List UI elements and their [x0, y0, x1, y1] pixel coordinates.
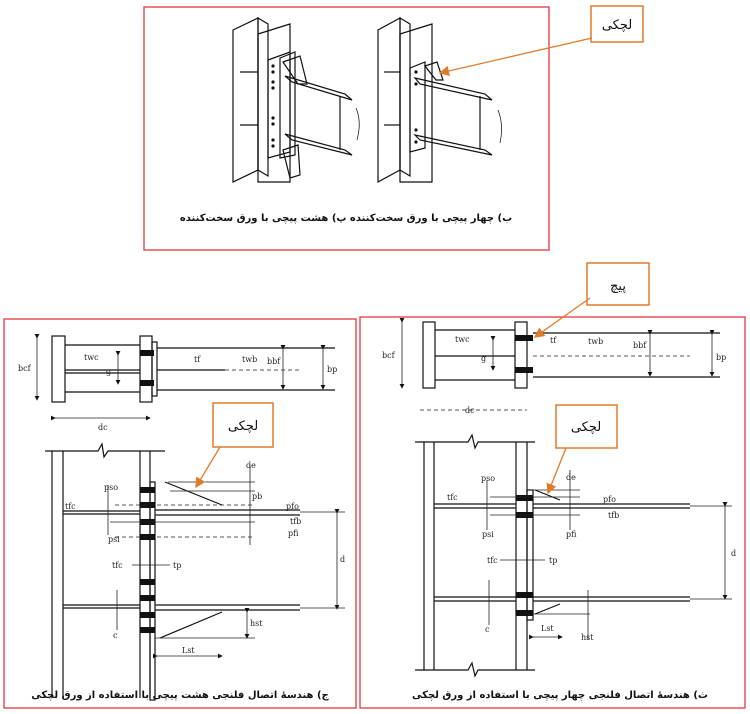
symbol-twc: twc [84, 353, 99, 362]
symbol-tf: tf [550, 336, 557, 345]
symbol-c: c [113, 631, 118, 640]
symbol-d: d [731, 549, 736, 558]
right-panel-border [359, 316, 746, 709]
callout-label-stiffener-right: لچکی [571, 420, 601, 435]
symbol-tfc: tfc [65, 502, 76, 511]
plan-view: bcf twc g tf twb bbf bp dc [18, 334, 337, 432]
callout-box-stiffener-right [555, 404, 618, 449]
callout-arrow [438, 37, 593, 77]
symbol-pfi: pfi [288, 529, 299, 538]
symbol-pb: pb [252, 492, 262, 501]
symbol-c: c [485, 625, 490, 634]
callout-arrow [195, 446, 221, 489]
top-panel-border [143, 6, 550, 251]
symbol-de: de [566, 473, 576, 482]
symbol-hst: hst [581, 633, 594, 642]
symbol-psi: psi [482, 530, 494, 539]
symbol-bcf: bcf [382, 351, 396, 360]
left-panel-eight-bolt: bcf twc g tf twb bbf bp dc [3, 318, 357, 709]
left-panel-border [3, 318, 357, 709]
symbol-pso: pso [104, 483, 118, 492]
top-panel-caption: ب) چهار پیچی با ورق سخت‌کننده پ) هشت پیچ… [180, 213, 512, 224]
isometric-four-bolt-connection [377, 16, 502, 184]
symbol-hst: hst [250, 619, 263, 628]
symbol-pso: pso [481, 474, 495, 483]
callout-box-stiffener-top [590, 5, 644, 43]
symbol-tfb: tfb [608, 511, 619, 520]
symbol-bbf: bbf [267, 357, 281, 366]
symbol-pfo: pfo [603, 495, 616, 504]
callout-label-stiffener-top: لچکی [602, 18, 632, 33]
symbol-pfi: pfi [566, 530, 577, 539]
symbol-pfo: pfo [286, 502, 299, 511]
isometric-eight-bolt-connection [232, 16, 360, 183]
callout-box-bolt [586, 262, 650, 306]
symbol-tp: tp [173, 561, 181, 570]
symbol-tfc-web: tfc [487, 556, 498, 565]
callout-arrow [546, 447, 567, 495]
symbol-tfc-web: tfc [112, 561, 123, 570]
symbol-bp: bp [327, 365, 337, 374]
callout-label-bolt: پیچ [610, 279, 626, 294]
symbol-tfb: tfb [290, 517, 301, 526]
callout-arrow [533, 297, 591, 338]
symbol-lst: Lst [182, 646, 195, 655]
callout-box-stiffener-left [212, 402, 274, 448]
symbol-twc: twc [455, 335, 470, 344]
top-panel: ب) چهار پیچی با ورق سخت‌کننده پ) هشت پیچ… [143, 5, 644, 251]
callout-label-stiffener-left: لچکی [228, 419, 258, 434]
symbol-dc: dc [98, 423, 108, 432]
symbol-tf: tf [194, 355, 201, 364]
plan-view: bcf twc g tf twb bbf bp dc [382, 318, 726, 415]
symbol-g: g [106, 367, 111, 376]
symbol-tp: tp [549, 556, 557, 565]
symbol-g: g [481, 354, 486, 363]
symbol-bcf: bcf [18, 364, 32, 373]
symbol-dc: dc [465, 406, 475, 415]
symbol-twb: twb [242, 355, 257, 364]
symbol-twb: twb [588, 337, 603, 346]
symbol-lst: Lst [541, 624, 554, 633]
symbol-psi: psi [108, 535, 120, 544]
left-panel-caption: ج) هندسهٔ اتصال فلنجی هشت پیچی با استفاد… [31, 690, 329, 701]
symbol-d: d [340, 555, 345, 564]
symbol-bbf: bbf [633, 341, 647, 350]
symbol-de: de [246, 461, 256, 470]
symbol-bp: bp [716, 353, 726, 362]
elevation-view: de pso tfc pfo tfb pfi psi tfc tp d c hs… [415, 433, 736, 678]
right-panel-caption: ث) هندسهٔ اتصال فلنجی چهار پیچی با استفا… [412, 690, 708, 701]
symbol-tfc: tfc [447, 493, 458, 502]
elevation-view: de pso tfc pb pfo tfb pfi psi tfc tp d c… [45, 442, 345, 701]
right-panel-four-bolt: bcf twc g tf twb bbf bp dc [359, 262, 746, 709]
